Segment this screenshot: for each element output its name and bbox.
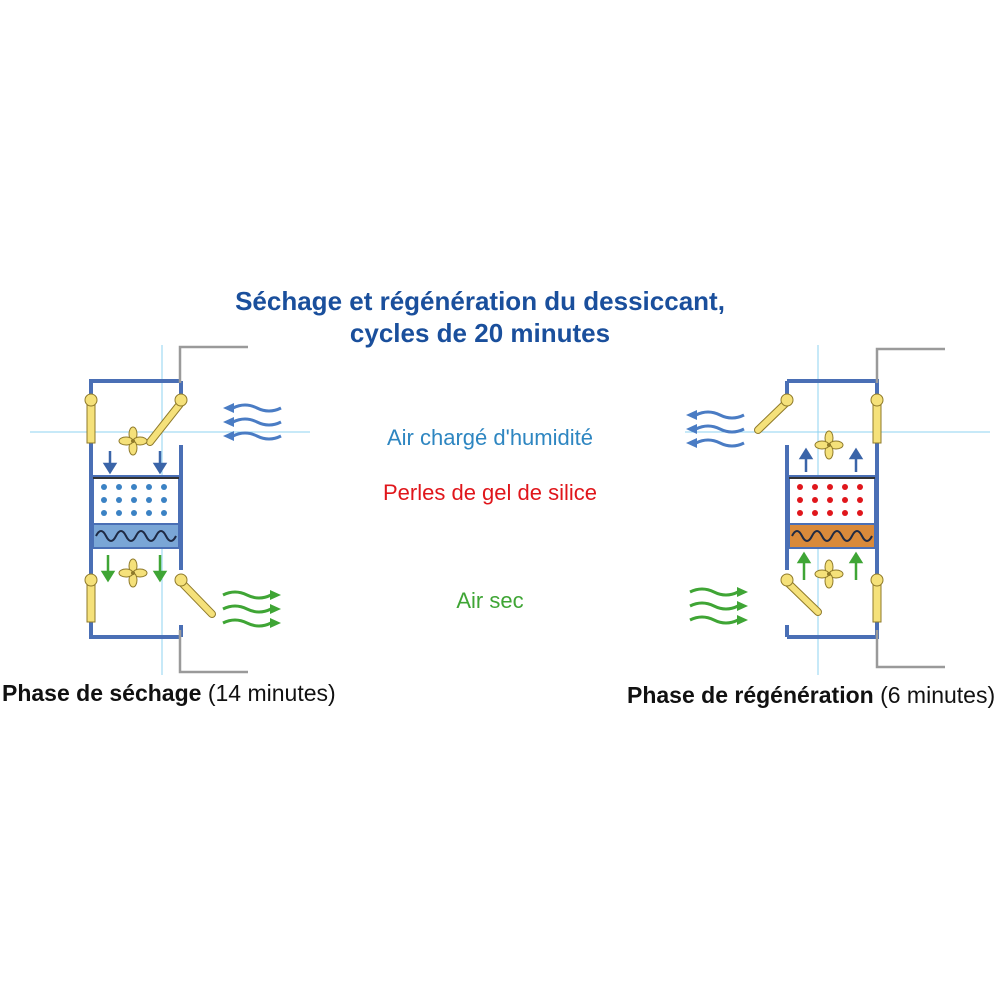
- legend-silica-beads: Perles de gel de silice: [382, 480, 597, 505]
- caption-regeneration-duration: (6 minutes): [880, 682, 996, 708]
- drying-dry-air-down-arrows: [100, 555, 168, 583]
- drying-phase-diagram: [30, 345, 310, 675]
- caption-drying-name: Phase de séchage: [2, 680, 202, 706]
- drying-dry-air-outflow: [222, 590, 272, 628]
- drying-valve-top-right: [146, 393, 188, 446]
- caption-regeneration-name: Phase de régénération: [627, 682, 874, 708]
- drying-heater-coil: [95, 530, 177, 542]
- regeneration-dry-air-inflow: [689, 587, 739, 625]
- diagram-title-line-2: cycles de 20 minutes: [349, 318, 611, 348]
- drying-humid-air-inflow: [232, 403, 282, 441]
- drying-valve-bottom-right: [174, 573, 216, 618]
- regeneration-humid-air-outflow: [695, 410, 745, 448]
- legend-dry-air: Air sec: [456, 588, 524, 613]
- drying-frame: [89, 379, 181, 639]
- regeneration-fan-top-icon: [814, 430, 844, 460]
- caption-drying-phase: Phase de séchage (14 minutes): [2, 680, 336, 707]
- regeneration-duct-bottom: [875, 630, 945, 669]
- drying-air-down-arrows: [102, 451, 168, 475]
- regeneration-valve-bottom-right: [870, 573, 884, 623]
- drying-valve-top-left: [84, 393, 98, 444]
- regeneration-frame: [787, 379, 879, 639]
- drying-duct-top: [178, 345, 248, 383]
- regeneration-silica-beads: [797, 484, 863, 516]
- caption-drying-duration: (14 minutes): [207, 680, 336, 706]
- drying-fan-top-icon: [118, 426, 148, 456]
- drying-valve-bottom-left: [84, 573, 98, 623]
- regeneration-fan-bottom-icon: [814, 559, 844, 589]
- caption-regeneration-phase: Phase de régénération (6 minutes): [627, 682, 995, 709]
- regeneration-valve-top-left: [754, 393, 794, 434]
- drying-silica-beads: [101, 484, 167, 516]
- diagram-title-line-1: Séchage et régénération du dessiccant,: [235, 286, 725, 316]
- regeneration-phase-diagram: [685, 345, 990, 675]
- drying-duct-bottom: [178, 630, 248, 674]
- legend-humid-air: Air chargé d'humidité: [387, 425, 593, 450]
- regeneration-valve-top-right: [870, 393, 884, 444]
- regeneration-duct-top: [875, 347, 945, 383]
- regeneration-air-up-arrows-lower: [796, 551, 864, 580]
- regeneration-heater-coil: [791, 530, 873, 542]
- drying-fan-bottom-icon: [118, 558, 148, 588]
- regeneration-air-up-arrows: [798, 447, 864, 472]
- regeneration-valve-bottom-left: [780, 573, 822, 616]
